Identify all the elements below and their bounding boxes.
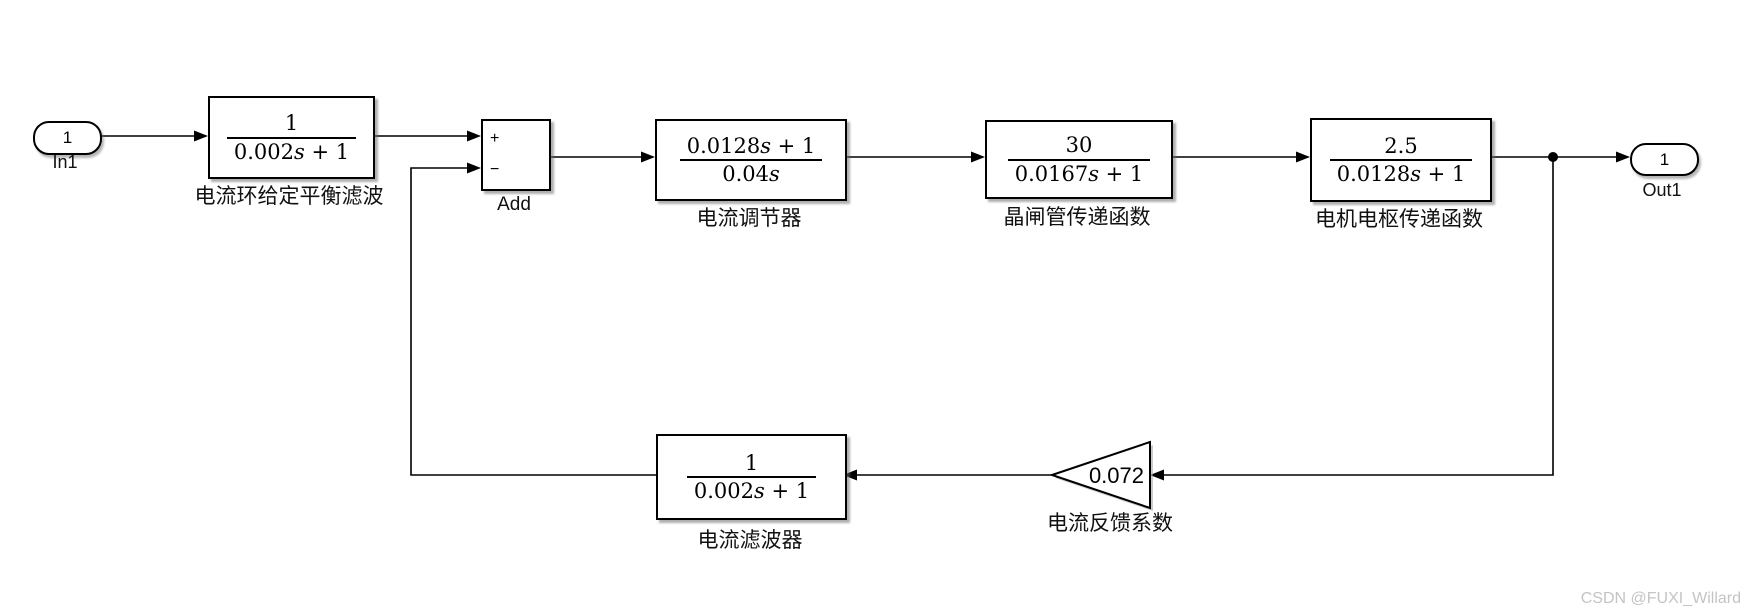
transfer-function: 1 0.002s + 1 bbox=[686, 451, 817, 503]
gain-block-triangle[interactable] bbox=[1048, 440, 1151, 510]
tf-numerator: 0.0128s + 1 bbox=[679, 134, 823, 161]
block-current-regulator[interactable]: 0.0128s + 1 0.04s bbox=[655, 119, 847, 201]
arrowhead-into-motor-armature bbox=[1296, 151, 1310, 163]
block-label-current-feedback-gain: 电流反馈系数 bbox=[1047, 511, 1173, 535]
branch-dot bbox=[1548, 152, 1558, 162]
block-label-balance-filter: 电流环给定平衡滤波 bbox=[194, 184, 384, 208]
block-current-filter[interactable]: 1 0.002s + 1 bbox=[656, 434, 847, 520]
arrowhead-into-add-minus bbox=[467, 162, 481, 174]
add-plus-sign: + bbox=[490, 130, 500, 147]
wire-branch-to-gain[interactable] bbox=[1152, 157, 1554, 476]
tf-denominator: 0.0128s + 1 bbox=[1336, 162, 1466, 186]
wire-current-filter-to-add-minus[interactable] bbox=[410, 167, 656, 476]
arrowhead-into-out1 bbox=[1616, 151, 1630, 163]
block-balance-filter[interactable]: 1 0.002s + 1 bbox=[208, 96, 375, 179]
block-add[interactable]: + − bbox=[481, 119, 551, 191]
tf-numerator: 1 bbox=[226, 111, 357, 139]
csdn-watermark: CSDN @FUXI_Willard bbox=[1580, 590, 1741, 607]
tf-numerator: 1 bbox=[686, 451, 817, 478]
block-label-current-regulator: 电流调节器 bbox=[696, 206, 802, 230]
tf-denominator: 0.002s + 1 bbox=[693, 479, 810, 503]
block-label-add: Add bbox=[497, 194, 531, 215]
arrowhead-into-add-plus bbox=[467, 130, 481, 142]
arrowhead-into-gain bbox=[1150, 469, 1164, 481]
tf-denominator: 0.0167s + 1 bbox=[1014, 161, 1144, 186]
outport-label: Out1 bbox=[1642, 180, 1682, 200]
gain-value: 0.072 bbox=[1088, 463, 1144, 488]
transfer-function: 1 0.002s + 1 bbox=[226, 111, 357, 164]
block-label-thyristor: 晶闸管传递函数 bbox=[1003, 205, 1151, 229]
arrowhead-into-thyristor bbox=[971, 151, 985, 163]
transfer-function: 0.0128s + 1 0.04s bbox=[679, 134, 823, 186]
block-motor-armature[interactable]: 2.5 0.0128s + 1 bbox=[1310, 118, 1492, 202]
arrowhead-into-current-regulator bbox=[641, 151, 655, 163]
transfer-function: 2.5 0.0128s + 1 bbox=[1329, 134, 1473, 186]
outport-out1[interactable]: 1 bbox=[1630, 143, 1699, 176]
tf-numerator: 2.5 bbox=[1329, 134, 1473, 161]
tf-denominator: 0.04s bbox=[722, 162, 780, 186]
arrowhead-into-current-filter bbox=[843, 469, 857, 481]
tf-denominator: 0.002s + 1 bbox=[233, 139, 350, 164]
block-label-current-filter: 电流滤波器 bbox=[697, 528, 803, 552]
block-label-motor-armature: 电机电枢传递函数 bbox=[1315, 207, 1483, 231]
inport-label: In1 bbox=[52, 152, 78, 172]
tf-numerator: 30 bbox=[1007, 133, 1151, 161]
arrowhead-into-balance-filter bbox=[194, 130, 208, 142]
transfer-function: 30 0.0167s + 1 bbox=[1007, 133, 1151, 186]
outport-number: 1 bbox=[1659, 149, 1670, 169]
add-minus-sign: − bbox=[490, 161, 500, 178]
inport-number: 1 bbox=[62, 128, 73, 147]
inport-in1[interactable]: 1 bbox=[33, 121, 102, 155]
block-thyristor[interactable]: 30 0.0167s + 1 bbox=[985, 120, 1173, 199]
